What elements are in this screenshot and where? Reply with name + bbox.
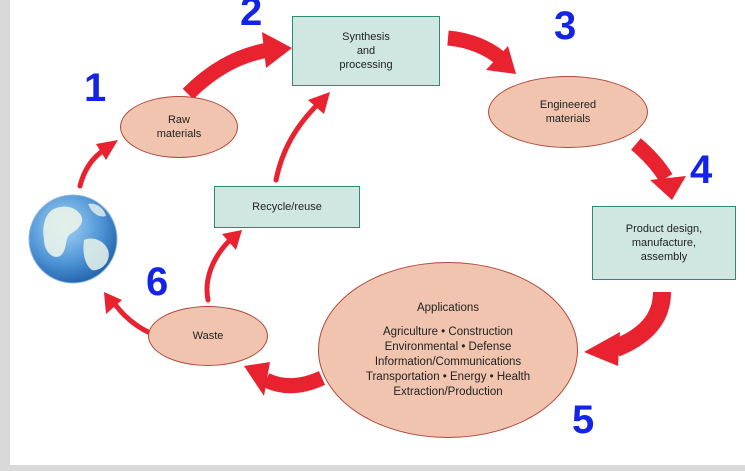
recycle-reuse-node: Recycle/reuse: [214, 186, 360, 228]
arrow-applications-to-waste: [244, 362, 326, 396]
synthesis-label-line2: and: [356, 45, 376, 57]
applications-node: Applications Agriculture • Construction …: [318, 262, 578, 438]
arrow-product-to-applications: [584, 291, 671, 366]
product-design-label-line2: manufacture,: [631, 237, 697, 249]
applications-line-1: Agriculture • Construction: [383, 325, 513, 338]
arrow-waste-to-recycle: [204, 230, 242, 303]
step-number-4: 4: [690, 148, 713, 192]
raw-materials-label-line1: Raw: [167, 114, 190, 126]
raw-materials-node: Raw materials: [120, 96, 238, 158]
applications-line-4: Transportation • Energy • Health: [365, 370, 531, 383]
synthesis-label-line3: processing: [339, 59, 393, 71]
waste-node: Waste: [148, 306, 268, 366]
recycle-reuse-label: Recycle/reuse: [252, 201, 322, 213]
raw-materials-label-line2: materials: [156, 128, 202, 140]
arrow-engineered-to-product: [631, 138, 686, 200]
arrow-recycle-to-synthesis: [273, 92, 330, 183]
engineered-materials-node: Engineered materials: [488, 76, 648, 148]
step-number-6: 6: [146, 260, 169, 304]
arrow-raw-to-synthesis: [182, 32, 292, 100]
applications-line-5: Extraction/Production: [393, 385, 503, 398]
synthesis-label-line1: Synthesis: [342, 31, 390, 43]
engineered-label-line2: materials: [545, 113, 591, 125]
synthesis-processing-node: Synthesis and processing: [292, 16, 440, 86]
step-number-2: 2: [240, 0, 263, 34]
step-number-3: 3: [554, 4, 577, 48]
product-design-label-line1: Product design,: [625, 223, 703, 235]
arrow-synthesis-to-engineered: [447, 30, 516, 74]
arrow-globe-to-raw: [77, 140, 118, 189]
waste-label: Waste: [192, 330, 224, 342]
applications-line-2: Environmental • Defense: [384, 340, 512, 353]
engineered-label-line1: Engineered: [539, 99, 597, 111]
step-number-1: 1: [84, 66, 107, 110]
earth-globe-icon: [28, 194, 118, 284]
arrow-waste-to-globe: [104, 292, 151, 335]
step-number-5: 5: [572, 398, 595, 442]
applications-line-3: Information/Communications: [374, 355, 522, 368]
product-design-node: Product design, manufacture, assembly: [592, 206, 736, 280]
applications-title: Applications: [416, 301, 479, 314]
product-design-label-line3: assembly: [640, 251, 688, 263]
